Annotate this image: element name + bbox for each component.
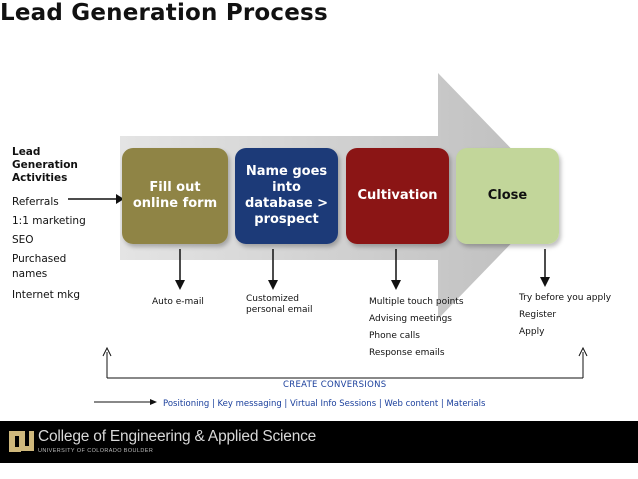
stage-line: Fill out [149,180,201,195]
outcome-auto-email: Auto e-mail [152,297,204,307]
outcome-customized-email: Customized personal email [246,294,313,316]
activity-seo: SEO [12,234,34,246]
cultivation-item: Phone calls [369,331,420,341]
cultivation-item: Advising meetings [369,314,452,324]
close-item: Try before you apply [519,293,612,303]
activity-internet-mkg: Internet mkg [12,289,81,301]
positioning-line: Positioning | Key messaging | Virtual In… [163,399,486,409]
create-conversions-label: CREATE CONVERSIONS [283,380,387,390]
stage-line: Close [487,188,528,203]
stage-line: Name goes [245,164,328,179]
stage-line: online form [132,196,218,211]
cultivation-item: Multiple touch points [369,297,464,307]
stage-fill-out-form: Fill out online form [122,148,228,244]
college-name: College of Engineering & Applied Science [38,428,317,445]
referrals-arrow [68,194,124,204]
activity-names: names [12,268,48,280]
heading-line: Lead [12,146,41,158]
university-name: UNIVERSITY OF COLORADO BOULDER [38,448,154,454]
heading-line: Activities [12,172,68,184]
cu-logo-icon [9,431,34,452]
lead-activities-heading: Lead Generation Activities [12,146,78,185]
footer-bar [0,421,638,463]
stage-line: database > [244,196,329,211]
activity-referrals: Referrals [12,196,59,208]
outcome-line: personal email [246,305,313,315]
close-item: Register [519,310,557,320]
stage-line: Cultivation [357,188,438,203]
outcome-line: Customized [246,294,299,304]
activity-1to1-marketing: 1:1 marketing [12,215,86,227]
heading-line: Generation [12,159,78,171]
stage-close: Close [456,148,559,244]
stage-line: prospect [254,212,319,227]
close-item: Apply [519,327,545,337]
activity-purchased: Purchased [12,253,67,265]
stage-database-prospect: Name goes into database > prospect [235,148,338,244]
page-title: Lead Generation Process [0,0,328,26]
stage-cultivation: Cultivation [346,148,449,244]
cultivation-item: Response emails [369,348,445,358]
stage-line: into [272,180,301,195]
